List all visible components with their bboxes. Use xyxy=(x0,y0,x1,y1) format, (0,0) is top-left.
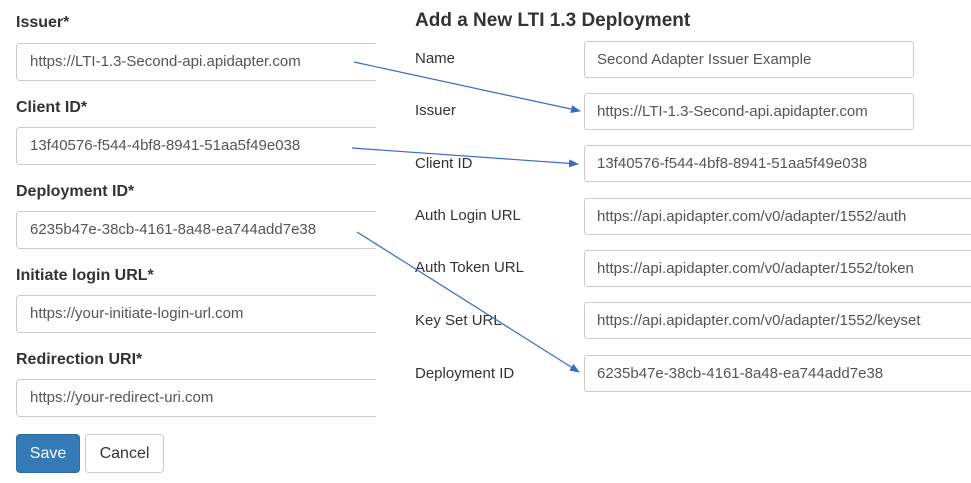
cancel-button[interactable]: Cancel xyxy=(85,434,164,473)
deployment-form-title: Add a New LTI 1.3 Deployment xyxy=(415,10,691,31)
initiate-login-url-label: Initiate login URL* xyxy=(16,267,154,284)
deployment-id-label: Deployment ID* xyxy=(16,183,135,200)
client-id-input-right[interactable]: 13f40576-f544-4bf8-8941-51aa5f49e038 xyxy=(584,145,971,182)
issuer-input[interactable]: https://LTI-1.3-Second-api.apidapter.com xyxy=(16,43,376,81)
auth-token-url-input[interactable]: https://api.apidapter.com/v0/adapter/155… xyxy=(584,250,971,287)
client-id-label: Client ID* xyxy=(16,99,88,116)
auth-token-url-label: Auth Token URL xyxy=(415,259,524,276)
deployment-id-input[interactable]: 6235b47e-38cb-4161-8a48-ea744add7e38 xyxy=(16,211,376,249)
name-label: Name xyxy=(415,50,456,67)
client-id-input[interactable]: 13f40576-f544-4bf8-8941-51aa5f49e038 xyxy=(16,127,376,165)
deployment-id-arrow xyxy=(356,231,580,373)
issuer-arrow xyxy=(353,61,581,114)
key-set-url-input[interactable]: https://api.apidapter.com/v0/adapter/155… xyxy=(584,302,971,339)
client-id-label-right: Client ID xyxy=(415,155,473,172)
save-button[interactable]: Save xyxy=(16,434,80,473)
redirection-uri-label: Redirection URI* xyxy=(16,351,143,368)
name-input[interactable]: Second Adapter Issuer Example xyxy=(584,41,914,78)
redirection-uri-input[interactable]: https://your-redirect-uri.com xyxy=(16,379,376,417)
deployment-id-input-right[interactable]: 6235b47e-38cb-4161-8a48-ea744add7e38 xyxy=(584,355,971,392)
auth-login-url-input[interactable]: https://api.apidapter.com/v0/adapter/155… xyxy=(584,198,971,235)
initiate-login-url-input[interactable]: https://your-initiate-login-url.com xyxy=(16,295,376,333)
issuer-label-right: Issuer xyxy=(415,102,456,119)
key-set-url-label: Key Set URL xyxy=(415,312,502,329)
issuer-input-right[interactable]: https://LTI-1.3-Second-api.apidapter.com xyxy=(584,93,914,130)
issuer-label: Issuer* xyxy=(16,14,70,31)
deployment-id-label-right: Deployment ID xyxy=(415,365,515,382)
auth-login-url-label: Auth Login URL xyxy=(415,207,521,224)
